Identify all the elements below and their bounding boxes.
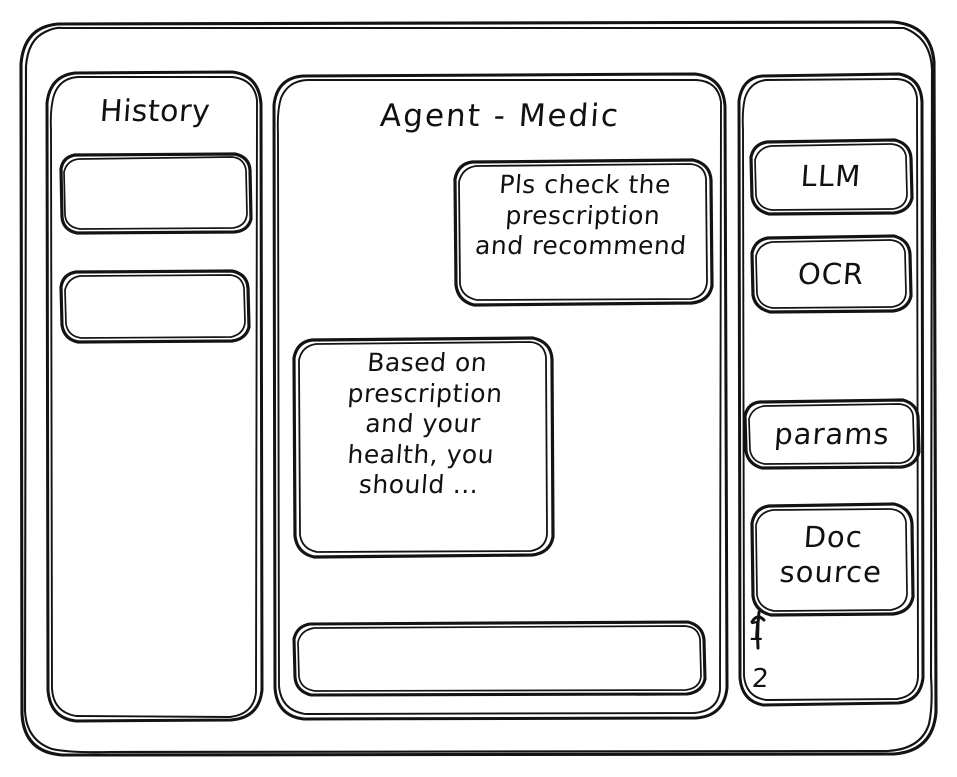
- tool-llm-outline: [749, 138, 914, 216]
- tool-params-button[interactable]: [745, 400, 919, 468]
- doc-source-list-item-2[interactable]: [745, 662, 805, 698]
- history-panel-title: History: [98, 94, 212, 129]
- doc-source-list-item-1[interactable]: [745, 615, 805, 651]
- composer-input[interactable]: [294, 622, 705, 695]
- tool-llm-button[interactable]: [751, 140, 912, 214]
- tool-ocr-button[interactable]: [752, 236, 911, 312]
- history-panel-outline: [45, 70, 264, 723]
- tool-params-outline: [743, 398, 921, 470]
- history-item-1[interactable]: [61, 154, 251, 233]
- history-item-2[interactable]: [61, 271, 249, 342]
- assistant-message-bubble: [294, 338, 553, 557]
- composer-outline: [292, 620, 707, 697]
- user-bubble-outline: [453, 158, 714, 307]
- tool-doc-source-outline: [750, 502, 915, 617]
- user-message-bubble: [455, 160, 712, 305]
- agent-title: Agent - Medic: [378, 98, 622, 134]
- window-frame: [19, 20, 938, 757]
- assistant-bubble-outline: [292, 336, 555, 559]
- tools-panel-outline: [737, 72, 925, 707]
- main-panel-outline: [272, 72, 729, 721]
- tool-doc-source-button[interactable]: [752, 504, 913, 615]
- tool-ocr-outline: [750, 234, 913, 314]
- doc-source-connector: [750, 610, 766, 650]
- history-item-2-outline: [59, 269, 251, 344]
- history-item-1-outline: [59, 152, 253, 235]
